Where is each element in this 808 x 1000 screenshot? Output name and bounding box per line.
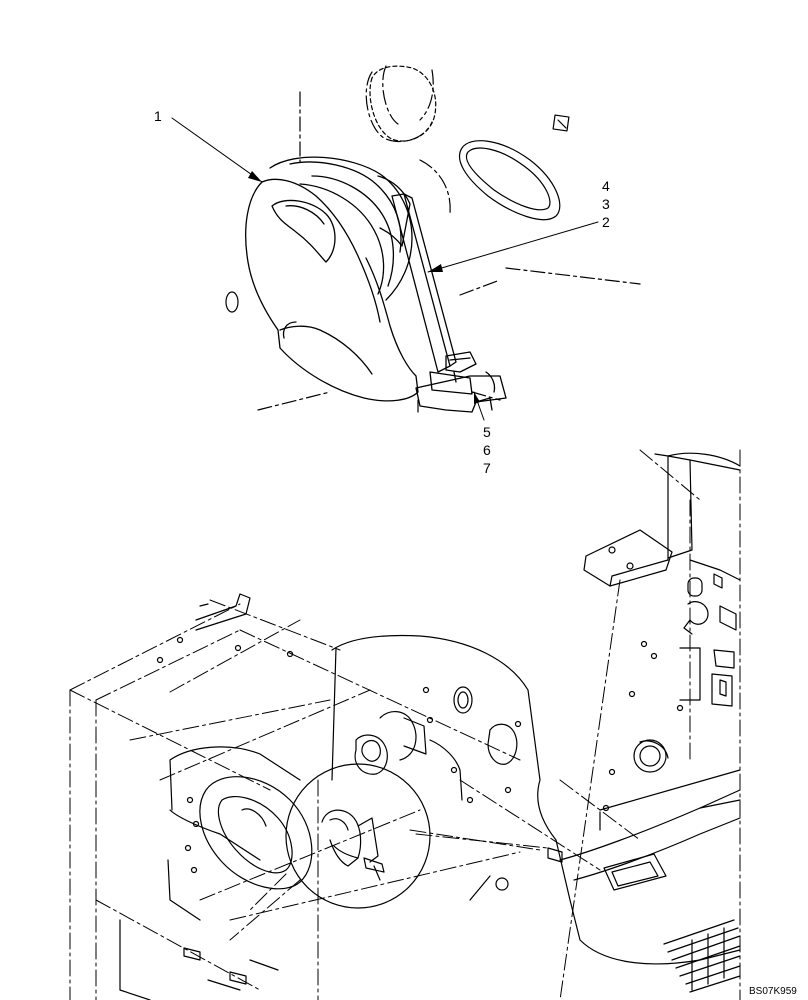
callout-1: 1 — [154, 108, 162, 124]
callout-5: 5 — [483, 424, 491, 440]
callout-3: 3 — [602, 196, 610, 212]
callout-4: 4 — [602, 178, 610, 194]
chassis-holes — [225, 65, 570, 313]
horn[interactable] — [245, 156, 419, 402]
grille — [663, 919, 741, 993]
callout-7: 7 — [483, 460, 491, 476]
chassis-frame — [119, 452, 741, 1000]
callout-2: 2 — [602, 214, 610, 230]
horn-mounting-bracket[interactable] — [391, 193, 507, 413]
phantom-background-lines — [257, 65, 641, 413]
phantom-chassis-lines — [69, 449, 741, 1000]
chassis-overview — [69, 449, 741, 1000]
leader-arrowheads — [248, 171, 480, 404]
horn-detail-view — [171, 65, 641, 421]
drawing-reference-code: BS07K959 — [749, 986, 797, 997]
horn-location-detail-circle[interactable] — [285, 763, 431, 909]
detail-leaders — [249, 833, 549, 911]
callout-6: 6 — [483, 442, 491, 458]
